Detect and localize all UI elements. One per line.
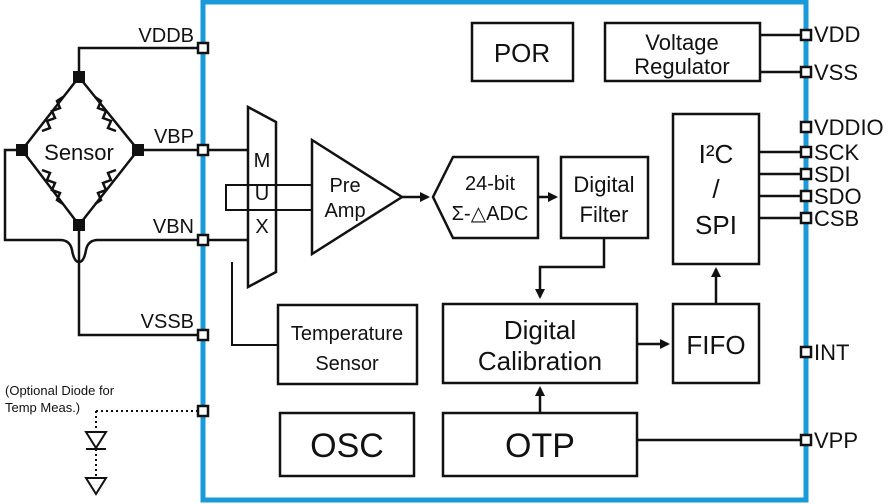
interface-label-1: I²C xyxy=(699,139,734,169)
i2c-spi-block: I²C / SPI xyxy=(671,112,761,266)
optional-diode-note-2: Temp Meas.) xyxy=(5,400,80,415)
pin-diode xyxy=(196,404,210,418)
pin-vdd xyxy=(799,28,813,42)
temperature-sensor-block: Temperature Sensor xyxy=(276,303,419,386)
preamp-label-1: Pre xyxy=(329,175,360,197)
otp-block: OTP xyxy=(441,411,639,478)
otp-label: OTP xyxy=(505,427,575,465)
adc-label-1: 24-bit xyxy=(465,173,515,195)
pin-label-vssb: VSSB xyxy=(141,311,194,333)
voltage-regulator-label-2: Regulator xyxy=(634,54,729,79)
pin-vbp xyxy=(196,143,210,157)
preamp-block: Pre Amp xyxy=(310,137,405,257)
temperature-sensor-label-1: Temperature xyxy=(291,323,403,345)
pin-label-csb: CSB xyxy=(814,206,859,231)
por-block: POR xyxy=(470,21,575,83)
pin-vbn xyxy=(196,233,210,247)
digital-filter-label-2: Filter xyxy=(580,202,629,227)
osc-block: OSC xyxy=(278,411,416,478)
pin-label-vdd: VDD xyxy=(814,22,860,47)
pin-csb xyxy=(799,211,813,225)
digital-filter-label-1: Digital xyxy=(573,172,634,197)
pin-label-vbn: VBN xyxy=(153,216,194,238)
digital-calibration-block: Digital Calibration xyxy=(441,302,639,385)
temperature-sensor-label-2: Sensor xyxy=(315,353,379,375)
interface-label-3: SPI xyxy=(695,210,737,240)
optional-diode-note-1: (Optional Diode for xyxy=(5,383,115,398)
pin-sdi xyxy=(799,167,813,181)
digital-calibration-label-1: Digital xyxy=(504,315,576,345)
optional-diode: (Optional Diode for Temp Meas.) xyxy=(5,383,203,496)
pin-label-vbp: VBP xyxy=(154,126,194,148)
sensor-label: Sensor xyxy=(44,140,114,165)
pin-label-sdi: SDI xyxy=(814,162,851,187)
pin-vddb xyxy=(196,41,210,55)
sensor-bridge: Sensor xyxy=(16,71,144,231)
adc-block: 24-bit Σ-△ADC xyxy=(431,155,540,240)
pin-label-vpp: VPP xyxy=(814,428,858,453)
mux-block: M U X xyxy=(246,104,278,290)
pin-label-vddio: VDDIO xyxy=(814,115,884,140)
mux-letter-u: U xyxy=(255,183,269,205)
pin-label-sdo: SDO xyxy=(814,184,862,209)
pin-label-vddb: VDDB xyxy=(138,25,194,47)
pin-sck xyxy=(799,145,813,159)
pin-sdo xyxy=(799,189,813,203)
pin-vssb xyxy=(196,328,210,342)
interface-label-2: / xyxy=(712,174,720,204)
fifo-label: FIFO xyxy=(686,330,745,360)
pin-label-sck: SCK xyxy=(814,140,860,165)
digital-filter-block: Digital Filter xyxy=(559,155,650,240)
voltage-regulator-label-1: Voltage xyxy=(645,30,718,55)
preamp-label-2: Amp xyxy=(324,200,365,222)
chip-outline xyxy=(200,0,809,503)
mux-letter-x: X xyxy=(255,216,268,238)
fifo-block: FIFO xyxy=(671,302,761,385)
mux-letter-m: M xyxy=(254,150,271,172)
osc-label: OSC xyxy=(310,427,384,465)
pin-vss xyxy=(799,65,813,79)
por-label: POR xyxy=(494,38,550,68)
pin-vpp xyxy=(799,433,813,447)
adc-label-2: Σ-△ADC xyxy=(452,203,529,225)
pin-label-vss: VSS xyxy=(814,60,858,85)
pin-int xyxy=(799,345,813,359)
pin-vddio xyxy=(799,120,813,134)
digital-calibration-label-2: Calibration xyxy=(478,346,602,376)
voltage-regulator-block: Voltage Regulator xyxy=(603,21,762,83)
pin-label-int: INT xyxy=(814,340,849,365)
